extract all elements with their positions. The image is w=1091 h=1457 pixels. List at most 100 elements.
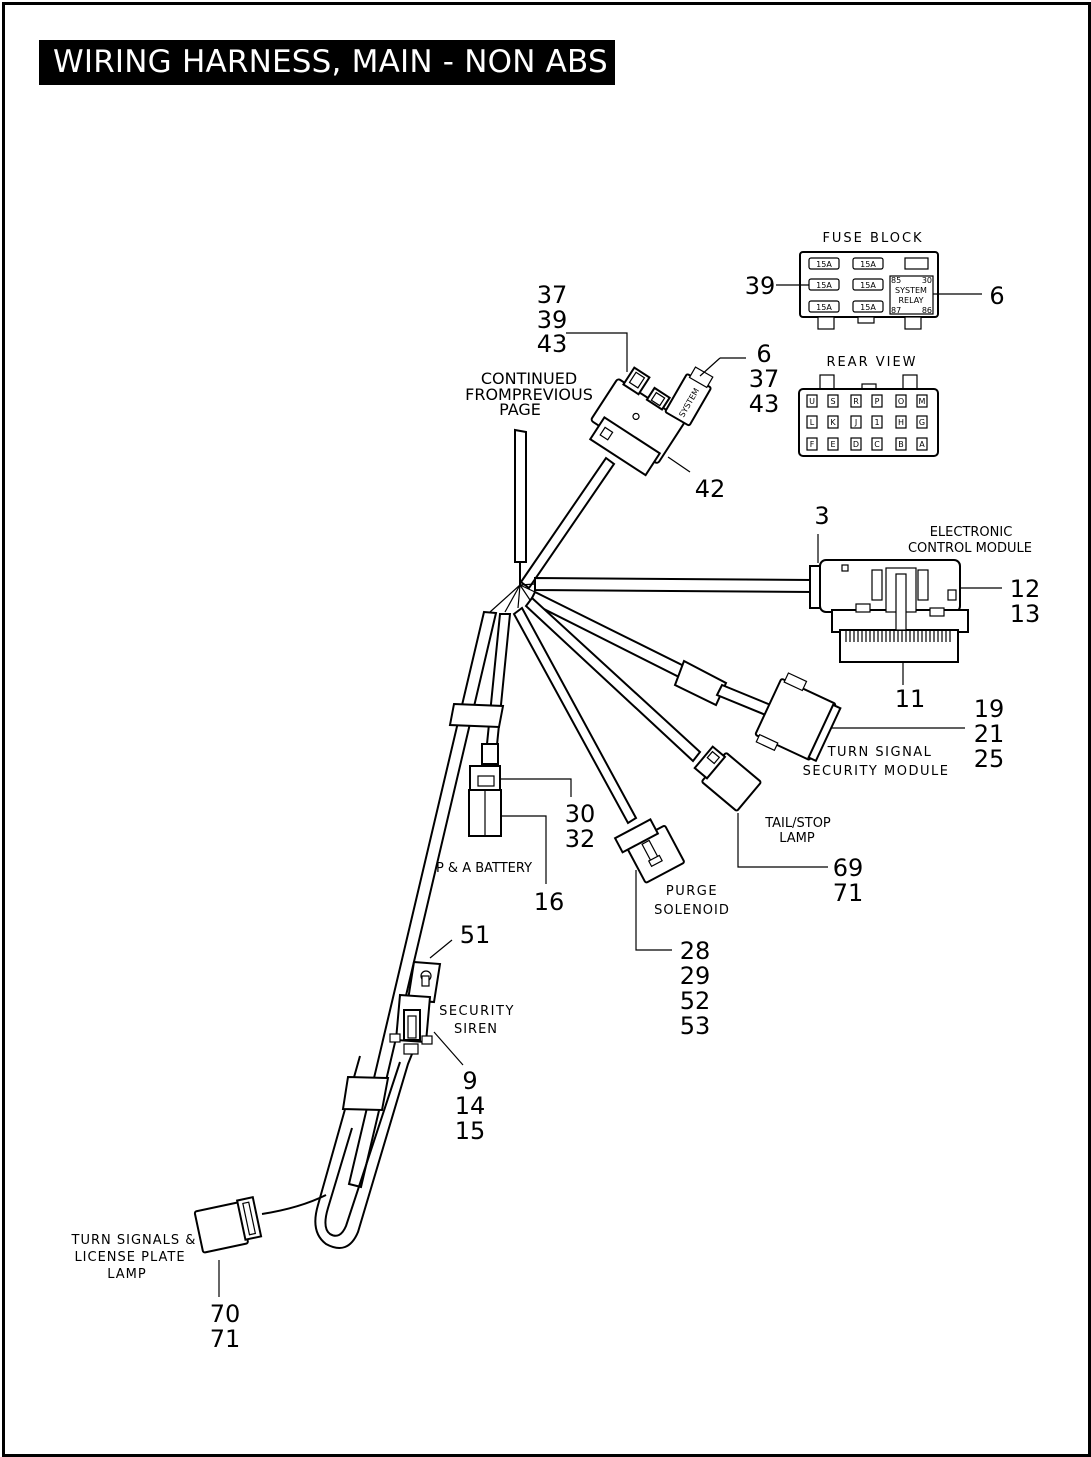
svg-text:SIREN: SIREN — [454, 1022, 498, 1037]
connector-pin: 1 — [871, 415, 883, 429]
p-and-a-battery-connector[interactable] — [468, 743, 502, 837]
connector-pin: R — [850, 394, 862, 408]
callout-39-fuse: 39 — [745, 272, 776, 300]
fuse[interactable]: 15A — [808, 278, 840, 291]
turn-signal-security-module[interactable] — [753, 671, 845, 768]
svg-text:13: 13 — [1010, 600, 1041, 628]
connector-pin: H — [895, 415, 907, 429]
callout-6-relay: 6 — [989, 282, 1004, 310]
connector-pin-label: L — [810, 418, 815, 427]
connector-pin-label: O — [898, 397, 904, 406]
svg-text:71: 71 — [210, 1325, 241, 1353]
svg-text:86: 86 — [922, 306, 932, 315]
purge-solenoid-connector[interactable] — [613, 815, 685, 886]
connector-pin-label: M — [919, 397, 926, 406]
fuse[interactable]: 15A — [852, 300, 884, 313]
connector-pin: F — [806, 437, 818, 451]
connector-pin: E — [827, 437, 839, 451]
tsm-label: TURN SIGNAL SECURITY MODULE — [803, 745, 948, 779]
connector-pin: G — [916, 415, 928, 429]
electronic-control-module[interactable] — [809, 559, 969, 663]
connector-pin: J — [850, 415, 862, 429]
callout-3: 3 — [814, 502, 829, 530]
svg-text:CONTINUED: CONTINUED — [481, 369, 577, 388]
system-relay-body — [889, 275, 934, 315]
svg-text:30: 30 — [922, 276, 932, 285]
fuse-block[interactable]: FUSE BLOCK 15A 15A 15A 15A 15A 15A — [799, 231, 939, 330]
connector-pin: S — [827, 394, 839, 408]
fuse[interactable]: 15A — [808, 300, 840, 313]
page-title: WIRING HARNESS, MAIN - NON ABS — [39, 40, 615, 85]
turn-signal-license-label: TURN SIGNALS & LICENSE PLATE LAMP — [71, 1233, 197, 1282]
svg-text:LAMP: LAMP — [107, 1267, 147, 1282]
fuse[interactable]: 15A — [808, 257, 840, 270]
fuse-block-foot-right — [904, 316, 922, 330]
callout-9-14-15: 9 — [462, 1067, 477, 1095]
svg-text:TURN SIGNALS &: TURN SIGNALS & — [71, 1233, 197, 1248]
svg-text:53: 53 — [680, 1012, 711, 1040]
svg-text:25: 25 — [974, 745, 1005, 773]
connector-pin: A — [916, 437, 928, 451]
callout-28-29-52-53: 28 — [680, 937, 711, 965]
connector-pin: M — [916, 394, 928, 408]
tail-stop-lamp-connector[interactable] — [691, 744, 762, 812]
connector-pin: B — [895, 437, 907, 451]
svg-text:39: 39 — [537, 306, 568, 334]
svg-text:SOLENOID: SOLENOID — [654, 903, 730, 918]
harness-clip — [448, 702, 505, 729]
svg-text:LICENSE PLATE: LICENSE PLATE — [74, 1250, 185, 1265]
turn-signal-license-connector[interactable] — [193, 1196, 263, 1254]
connector-42[interactable]: SYSTEM — [582, 363, 716, 477]
connector-pin-label: H — [898, 418, 904, 427]
fuse[interactable]: 15A — [852, 257, 884, 270]
fuse-rating: 15A — [816, 281, 832, 290]
security-siren-label: SECURITY SIREN — [439, 1004, 515, 1037]
rear-view-label: REAR VIEW — [826, 355, 917, 370]
svg-text:43: 43 — [749, 390, 780, 418]
fuse[interactable]: 15A — [852, 278, 884, 291]
svg-text:PAGE: PAGE — [499, 400, 541, 419]
security-siren-connector[interactable] — [389, 960, 442, 1055]
tail-stop-lamp-label: TAIL/STOP LAMP — [764, 816, 831, 846]
connector-pin: C — [871, 437, 883, 451]
connector-pin-label: G — [919, 418, 925, 427]
callout-69-71: 69 — [833, 854, 864, 882]
connector-pin-label: P — [875, 397, 880, 406]
connector-pin: L — [806, 415, 818, 429]
svg-text:21: 21 — [974, 720, 1005, 748]
connector-pin-label: C — [874, 440, 880, 449]
callout-16: 16 — [534, 888, 565, 916]
callout-51: 51 — [460, 921, 491, 949]
connector-pin: D — [850, 437, 862, 451]
connector-pin-label: K — [830, 418, 836, 427]
connector-pin-label: B — [898, 440, 904, 449]
svg-text:71: 71 — [833, 879, 864, 907]
svg-text:FROMPREVIOUS: FROMPREVIOUS — [465, 385, 593, 404]
continued-from-previous-page-label: CONTINUED FROMPREVIOUS PAGE — [465, 369, 593, 419]
connector-pin-label: E — [830, 440, 835, 449]
siren-loop-wire — [314, 1053, 413, 1249]
fuse-rating: 15A — [860, 260, 876, 269]
callout-19-21-25: 19 — [974, 695, 1005, 723]
svg-text:SECURITY: SECURITY — [439, 1004, 515, 1019]
svg-text:LAMP: LAMP — [779, 831, 815, 846]
callout-30-32: 30 — [565, 800, 596, 828]
svg-text:TAIL/STOP: TAIL/STOP — [764, 816, 831, 831]
system-relay[interactable]: 85 30 SYSTEM RELAY 87 86 — [889, 275, 934, 315]
fuse-rating: 15A — [860, 281, 876, 290]
svg-text:TURN SIGNAL: TURN SIGNAL — [827, 745, 933, 760]
callout-70-71: 70 — [210, 1300, 241, 1328]
svg-text:37: 37 — [749, 365, 780, 393]
callout-11: 11 — [895, 685, 926, 713]
connector-pin-label: R — [853, 397, 859, 406]
svg-text:14: 14 — [455, 1092, 486, 1120]
svg-text:ELECTRONIC: ELECTRONIC — [930, 525, 1013, 540]
svg-text:87: 87 — [891, 306, 901, 315]
connector-pin: P — [871, 394, 883, 408]
fuse-rating: 15A — [816, 303, 832, 312]
fuse-block-label: FUSE BLOCK — [822, 231, 923, 246]
connector-pin: U — [806, 394, 818, 408]
